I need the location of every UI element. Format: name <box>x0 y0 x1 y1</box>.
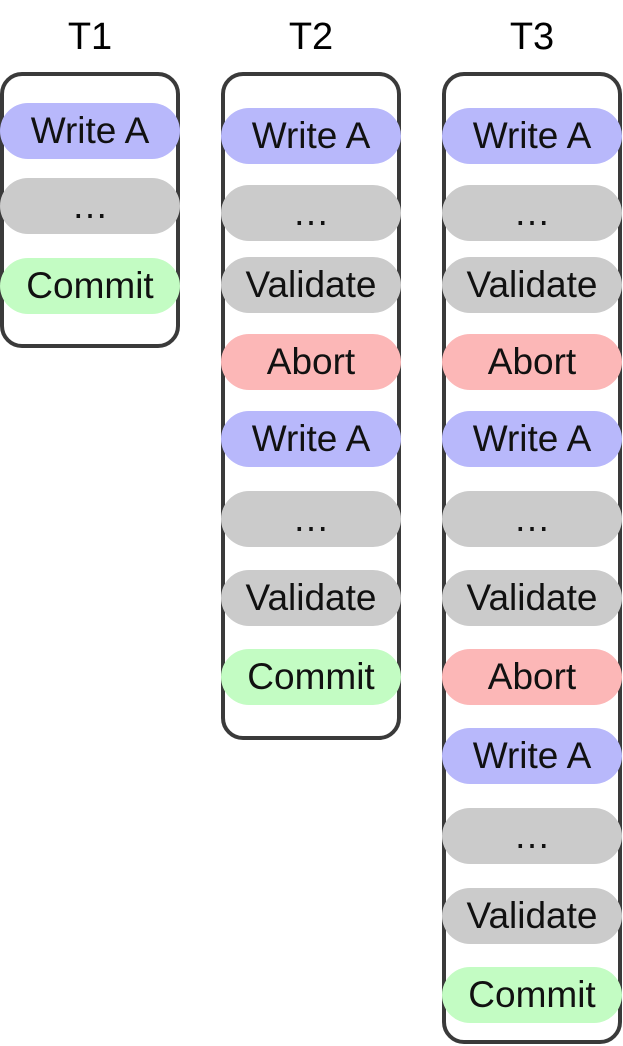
op-ellipsis: … <box>221 185 401 241</box>
op-write: Write A <box>442 411 622 467</box>
op-abort: Abort <box>442 649 622 705</box>
op-ellipsis: … <box>442 808 622 864</box>
op-abort: Abort <box>221 334 401 390</box>
column-title: T2 <box>288 16 334 58</box>
op-validate: Validate <box>442 257 622 313</box>
op-validate: Validate <box>442 888 622 944</box>
op-abort: Abort <box>442 334 622 390</box>
op-validate: Validate <box>221 570 401 626</box>
op-write: Write A <box>221 108 401 164</box>
op-validate: Validate <box>442 570 622 626</box>
op-validate: Validate <box>221 257 401 313</box>
op-write: Write A <box>442 108 622 164</box>
op-ellipsis: … <box>221 491 401 547</box>
op-write: Write A <box>442 728 622 784</box>
column-title: T1 <box>67 16 113 58</box>
op-ellipsis: … <box>442 185 622 241</box>
op-commit: Commit <box>0 258 180 314</box>
column-title: T3 <box>509 16 555 58</box>
op-ellipsis: … <box>0 178 180 234</box>
transaction-frame <box>221 72 401 740</box>
op-ellipsis: … <box>442 491 622 547</box>
op-write: Write A <box>221 411 401 467</box>
op-commit: Commit <box>442 967 622 1023</box>
op-commit: Commit <box>221 649 401 705</box>
op-write: Write A <box>0 103 180 159</box>
